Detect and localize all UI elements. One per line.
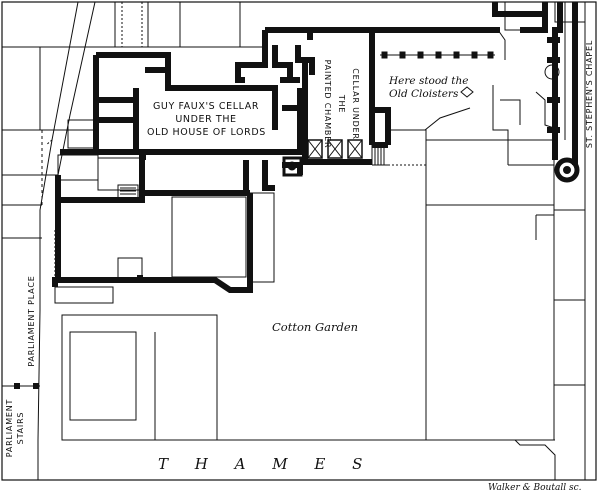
octagon-stair (282, 156, 303, 177)
cellar-line-3: PAINTED CHAMBER (323, 59, 332, 149)
stairs-line-2: STAIRS (16, 411, 25, 445)
parliament-place-road (37, 1, 96, 480)
thick-walls (52, 2, 578, 293)
guy-faux-cellar-label: GUY FAUX'S CELLAR UNDER THE OLD HOUSE OF… (147, 100, 265, 139)
chapel-stair-turret (554, 157, 580, 183)
cellar-under-painted-chamber-label: CELLAR UNDER THE PAINTED CHAMBER (318, 44, 362, 164)
parliament-stairs-label: PARLIAMENT STAIRS (4, 393, 28, 463)
cloisters-line-2: Old Cloisters (389, 88, 459, 100)
guy-faux-line-2: UNDER THE (175, 114, 237, 125)
cloister-marker (460, 86, 474, 98)
engraver-credit: Walker & Boutall sc. (488, 483, 582, 493)
thames-label: T H A M E S (158, 455, 374, 473)
st-stephens-chapel-label: ST. STEPHEN'S CHAPEL (585, 39, 594, 149)
stairs-line-1: PARLIAMENT (5, 398, 14, 458)
vault-bays (307, 139, 388, 166)
cotton-garden-label: Cotton Garden (272, 320, 359, 334)
parliament-stairs-posts (2, 383, 40, 389)
map-frame (1, 1, 597, 481)
parliament-place-label: PARLIAMENT PLACE (27, 275, 36, 367)
cellar-line-1: CELLAR UNDER (351, 68, 360, 140)
cloisters-line-1: Here stood the (389, 75, 469, 87)
cellar-line-2: THE (337, 94, 346, 114)
cloister-arcade (380, 51, 495, 59)
old-cloisters-label: Here stood the Old Cloisters (389, 75, 468, 101)
guy-faux-line-3: OLD HOUSE OF LORDS (147, 127, 266, 138)
property-lines (2, 1, 586, 480)
guy-faux-line-1: GUY FAUX'S CELLAR (152, 101, 260, 112)
